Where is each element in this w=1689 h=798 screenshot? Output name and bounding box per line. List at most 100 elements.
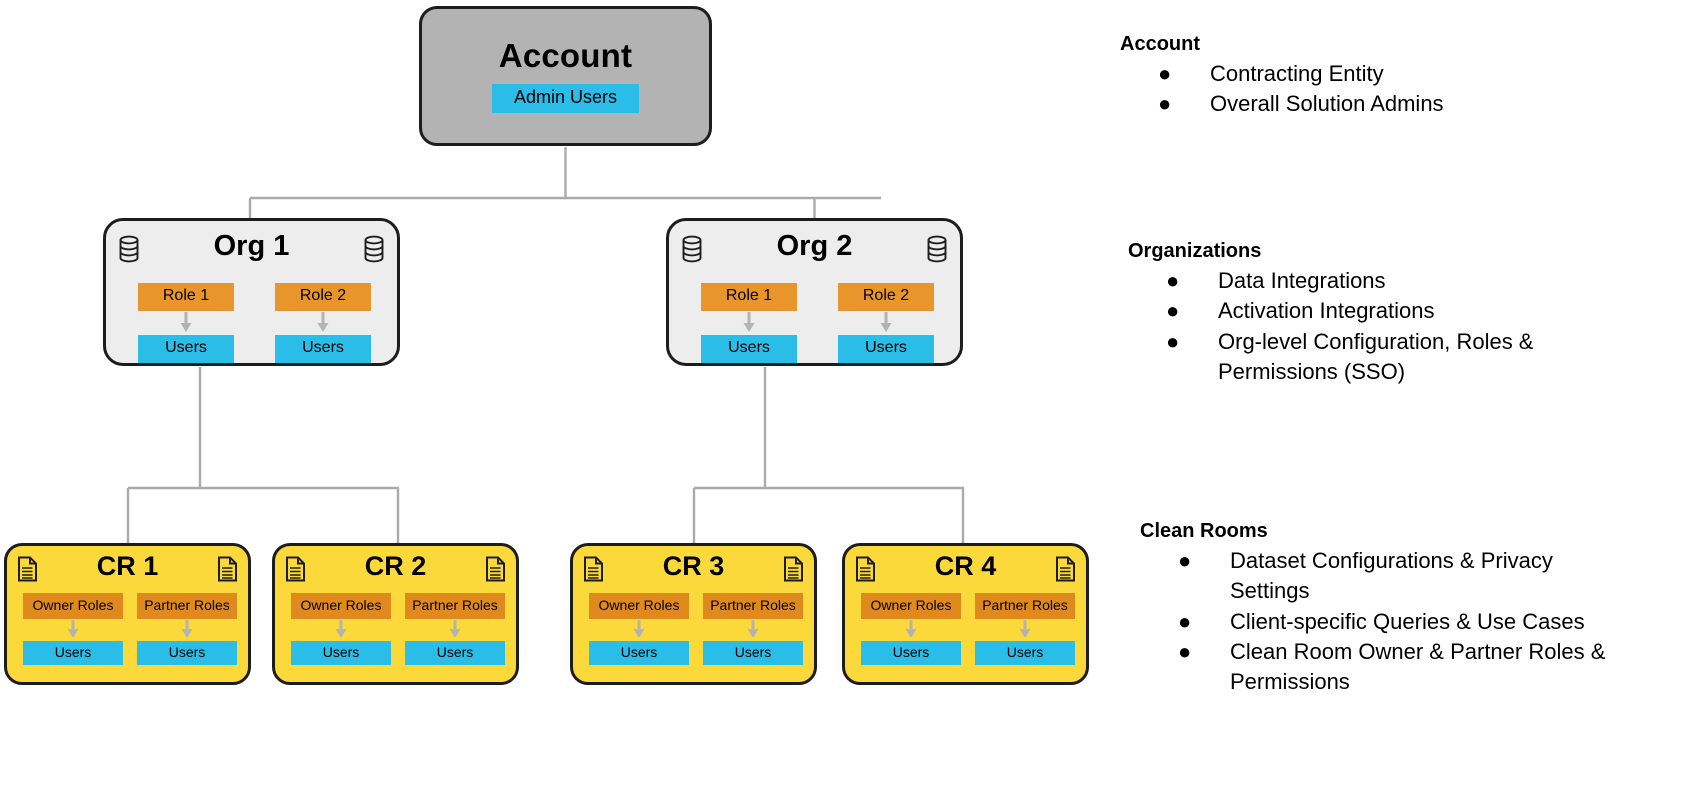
arrow-down-icon <box>589 619 689 641</box>
users-chip[interactable]: Users <box>275 334 371 363</box>
partner-roles-chip[interactable]: Partner Roles <box>703 593 803 620</box>
clean-room-node-1[interactable]: CR 1 Owner Roles Users Partner Roles Use… <box>4 543 251 685</box>
org-role-column: Role 1 Users <box>138 283 234 363</box>
users-chip[interactable]: Users <box>861 641 961 665</box>
clean-room-role-column: Owner Roles Users <box>23 593 123 665</box>
admin-users-chip[interactable]: Admin Users <box>491 84 640 113</box>
org-role-column: Role 2 Users <box>838 283 934 363</box>
users-chip[interactable]: Users <box>23 641 123 665</box>
clean-room-node-4[interactable]: CR 4 Owner Roles Users Partner Roles Use… <box>842 543 1089 685</box>
legend-organizations: Organizations ● Data Integrations ● Acti… <box>1128 239 1598 387</box>
clean-room-title: CR 4 <box>934 551 997 581</box>
role-chip[interactable]: Role 2 <box>275 283 371 311</box>
users-chip[interactable]: Users <box>701 334 797 363</box>
bullet-icon: ● <box>1158 91 1172 117</box>
clean-room-role-column: Partner Roles Users <box>703 593 803 665</box>
arrow-down-icon <box>975 619 1075 641</box>
arrow-down-icon <box>23 619 123 641</box>
clean-room-role-column: Partner Roles Users <box>137 593 237 665</box>
database-icon <box>363 235 385 263</box>
legend-item: ● Dataset Configurations & Privacy Setti… <box>1140 546 1610 607</box>
bullet-icon: ● <box>1166 298 1180 324</box>
partner-roles-chip[interactable]: Partner Roles <box>405 593 505 620</box>
legend-item-label: Clean Room Owner & Partner Roles & Permi… <box>1230 639 1606 695</box>
partner-roles-chip[interactable]: Partner Roles <box>975 593 1075 620</box>
document-icon <box>17 556 38 582</box>
legend-item: ● Client-specific Queries & Use Cases <box>1140 607 1610 637</box>
database-icon <box>926 235 948 263</box>
bullet-icon: ● <box>1166 268 1180 293</box>
users-chip[interactable]: Users <box>589 641 689 665</box>
clean-room-role-column: Owner Roles Users <box>291 593 391 665</box>
org-node-1[interactable]: Org 1 Role 1 Users Role 2 Users <box>103 218 400 366</box>
document-icon <box>285 556 306 582</box>
legend-item-label: Overall Solution Admins <box>1210 91 1444 117</box>
clean-room-role-column: Owner Roles Users <box>589 593 689 665</box>
arrow-down-icon <box>275 311 371 335</box>
users-chip[interactable]: Users <box>838 334 934 363</box>
legend-item-label: Org-level Configuration, Roles & Permiss… <box>1218 328 1534 385</box>
users-chip[interactable]: Users <box>138 334 234 363</box>
arrow-down-icon <box>861 619 961 641</box>
arrow-down-icon <box>137 619 237 641</box>
account-title: Account <box>498 37 633 75</box>
bullet-icon: ● <box>1178 639 1192 665</box>
legend-item: ● Clean Room Owner & Partner Roles & Per… <box>1140 637 1610 698</box>
arrow-down-icon <box>838 311 934 335</box>
owner-roles-chip[interactable]: Owner Roles <box>589 593 689 620</box>
legend-item-label: Dataset Configurations & Privacy Setting… <box>1230 548 1553 604</box>
document-icon <box>217 556 238 582</box>
legend-heading: Organizations <box>1128 240 1262 262</box>
clean-room-title: CR 1 <box>96 551 159 581</box>
legend-item-label: Activation Integrations <box>1218 298 1435 324</box>
legend-item: ● Contracting Entity <box>1120 59 1590 89</box>
account-node[interactable]: Account Admin Users <box>419 6 712 146</box>
clean-room-title: CR 3 <box>662 551 725 581</box>
clean-room-node-3[interactable]: CR 3 Owner Roles Users Partner Roles Use… <box>570 543 817 685</box>
arrow-down-icon <box>701 311 797 335</box>
document-icon <box>783 556 804 582</box>
users-chip[interactable]: Users <box>405 641 505 665</box>
owner-roles-chip[interactable]: Owner Roles <box>291 593 391 620</box>
users-chip[interactable]: Users <box>703 641 803 665</box>
legend-item-label: Data Integrations <box>1218 268 1386 293</box>
arrow-down-icon <box>138 311 234 335</box>
legend-list: ● Data Integrations ● Activation Integra… <box>1128 266 1598 387</box>
partner-roles-chip[interactable]: Partner Roles <box>137 593 237 620</box>
clean-room-title: CR 2 <box>364 551 427 581</box>
bullet-icon: ● <box>1158 61 1172 86</box>
document-icon <box>583 556 604 582</box>
legend-heading: Clean Rooms <box>1140 520 1268 542</box>
org-role-column: Role 2 Users <box>275 283 371 363</box>
clean-room-role-column: Owner Roles Users <box>861 593 961 665</box>
bullet-icon: ● <box>1178 608 1192 634</box>
users-chip[interactable]: Users <box>975 641 1075 665</box>
role-chip[interactable]: Role 1 <box>138 283 234 311</box>
legend-item-label: Client-specific Queries & Use Cases <box>1230 608 1585 634</box>
clean-room-role-column: Partner Roles Users <box>975 593 1075 665</box>
document-icon <box>855 556 876 582</box>
clean-room-role-column: Partner Roles Users <box>405 593 505 665</box>
bullet-icon: ● <box>1166 328 1180 354</box>
owner-roles-chip[interactable]: Owner Roles <box>861 593 961 620</box>
users-chip[interactable]: Users <box>137 641 237 665</box>
org-title: Org 1 <box>213 230 290 262</box>
legend-item-label: Contracting Entity <box>1210 61 1384 86</box>
arrow-down-icon <box>405 619 505 641</box>
org-role-column: Role 1 Users <box>701 283 797 363</box>
legend-list: ● Dataset Configurations & Privacy Setti… <box>1140 546 1610 698</box>
legend-heading: Account <box>1120 33 1200 55</box>
legend-account: Account ● Contracting Entity ● Overall S… <box>1120 32 1590 120</box>
arrow-down-icon <box>291 619 391 641</box>
role-chip[interactable]: Role 2 <box>838 283 934 311</box>
database-icon <box>118 235 140 263</box>
owner-roles-chip[interactable]: Owner Roles <box>23 593 123 620</box>
clean-room-node-2[interactable]: CR 2 Owner Roles Users Partner Roles Use… <box>272 543 519 685</box>
org-node-2[interactable]: Org 2 Role 1 Users Role 2 Users <box>666 218 963 366</box>
legend-clean-rooms: Clean Rooms ● Dataset Configurations & P… <box>1140 519 1610 698</box>
role-chip[interactable]: Role 1 <box>701 283 797 311</box>
users-chip[interactable]: Users <box>291 641 391 665</box>
document-icon <box>1055 556 1076 582</box>
bullet-icon: ● <box>1178 548 1192 573</box>
